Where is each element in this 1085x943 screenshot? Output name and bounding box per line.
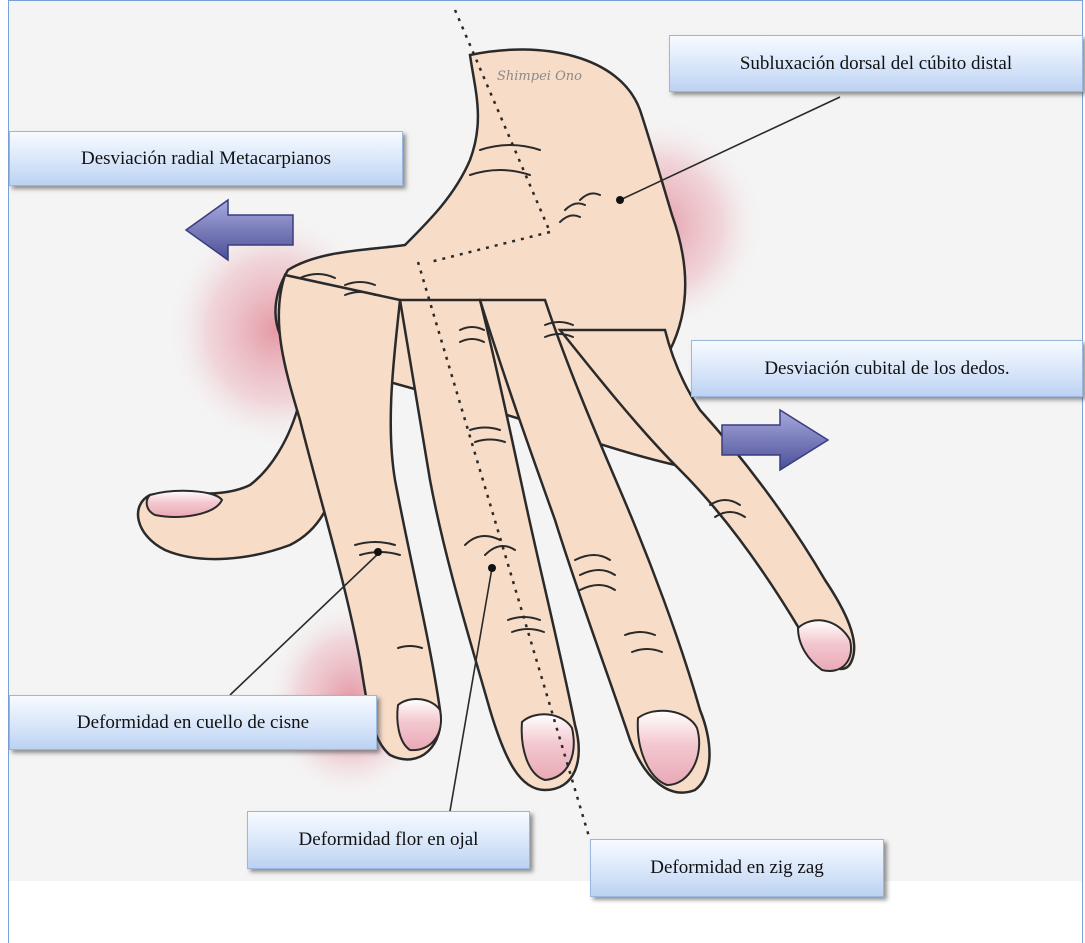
- label-flor-text: Deformidad flor en ojal: [299, 829, 479, 851]
- label-cubital-text: Desviación cubital de los dedos.: [764, 358, 1009, 380]
- label-zigzag: Deformidad en zig zag: [590, 839, 884, 897]
- label-boutonniere: Deformidad flor en ojal: [247, 811, 530, 869]
- label-distal-ulna-subluxation: Subluxación dorsal del cúbito distal: [669, 35, 1083, 92]
- label-swan-neck: Deformidad en cuello de cisne: [9, 695, 377, 750]
- label-ulnar-deviation: Desviación cubital de los dedos.: [691, 340, 1083, 397]
- label-zigzag-text: Deformidad en zig zag: [650, 857, 824, 879]
- label-radial-deviation: Desviación radial Metacarpianos: [9, 131, 403, 186]
- label-cubito-text: Subluxación dorsal del cúbito distal: [740, 53, 1012, 75]
- label-cisne-text: Deformidad en cuello de cisne: [77, 712, 309, 734]
- label-radial-text: Desviación radial Metacarpianos: [81, 148, 331, 170]
